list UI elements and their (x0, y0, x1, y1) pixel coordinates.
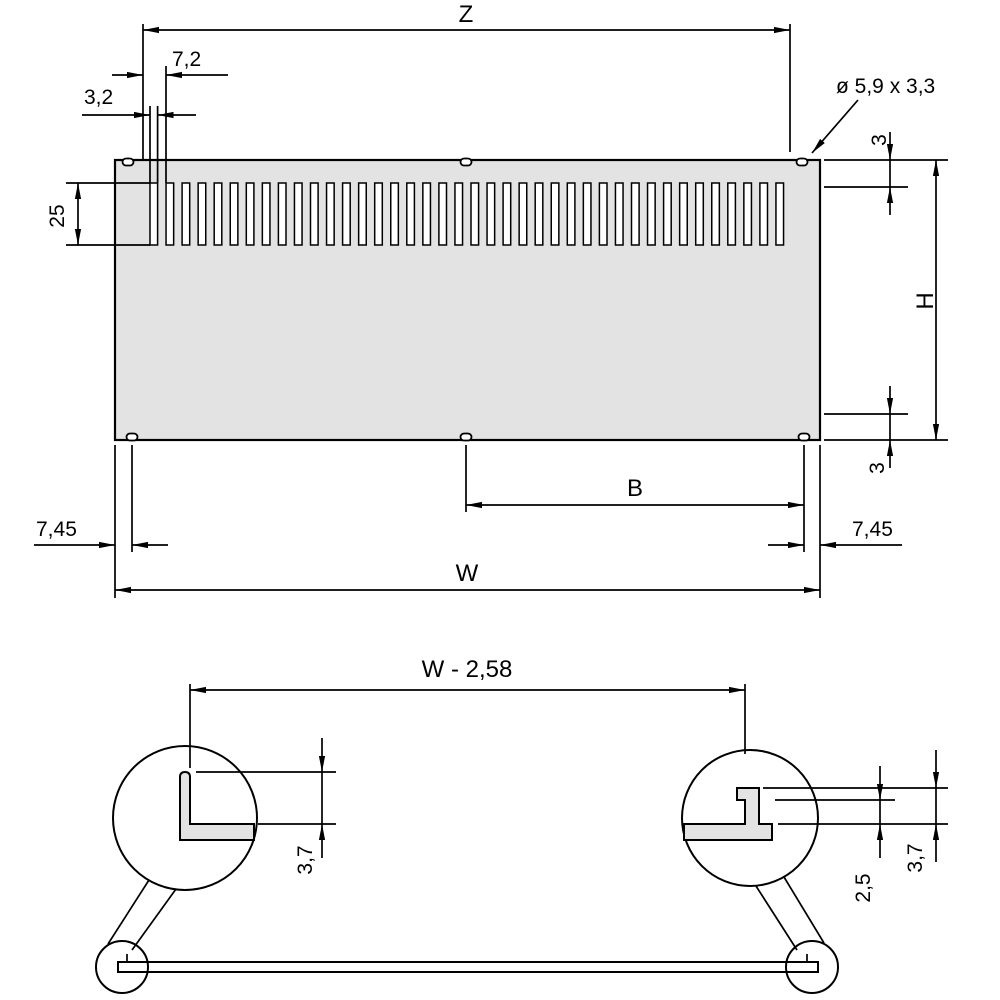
vent-slot (598, 182, 608, 246)
dim-label-slot-width: 3,2 (84, 86, 113, 109)
vent-slot (502, 182, 512, 246)
dim-label-inner-width: W - 2,58 (422, 656, 513, 683)
vent-slot (181, 182, 191, 246)
vent-slot (293, 182, 303, 246)
vent-slot (357, 182, 367, 246)
detail-circle-left (112, 745, 258, 891)
dim-label-slot-pitch: 7,2 (172, 48, 201, 71)
detail-leader-right (755, 876, 825, 951)
vent-slot (438, 182, 448, 246)
dim-label-top-hole-offset: 3 (868, 134, 891, 146)
vent-slot (646, 182, 656, 246)
leader-line (107, 879, 150, 945)
vent-slot (550, 182, 560, 246)
vent-slot (229, 182, 239, 246)
vent-slot (534, 182, 544, 246)
detail-marker-circle-left (95, 940, 149, 994)
mounting-hole-top-right (795, 157, 809, 167)
vent-slot (149, 182, 159, 246)
vent-slot (678, 182, 689, 246)
dim-label-right-hole-edge: 7,45 (852, 518, 893, 541)
vent-slot (470, 182, 480, 246)
panel-edge-strip (117, 961, 819, 973)
dim-z: Z (142, 1, 791, 160)
mounting-hole-bottom-left (125, 432, 139, 442)
dim-label-bottom-hole-offset: 3 (866, 462, 889, 474)
detail-marker-circle-right (785, 940, 839, 994)
dim-left-hole-edge: 7,45 (34, 445, 168, 552)
vent-slot (711, 182, 721, 246)
detail-leader-left (107, 879, 177, 951)
leader-line (755, 885, 798, 951)
dim-slot-pitch: 7,2 (112, 48, 228, 183)
vent-slot (165, 182, 175, 246)
dim-label-width: W (456, 560, 479, 587)
dim-label-z: Z (459, 1, 474, 28)
dim-label-right-flange-depth: 3,7 (904, 843, 927, 872)
vent-slots (149, 182, 785, 246)
vent-slot (454, 182, 464, 246)
vent-slot (743, 182, 753, 246)
dim-label-slot-height: 25 (46, 204, 69, 227)
vent-slot (486, 182, 496, 246)
dim-right-lip-depth: 2,5 (775, 766, 948, 903)
vent-slot (662, 182, 672, 246)
vent-slot (373, 182, 384, 246)
vent-slot (277, 182, 287, 246)
mounting-hole-bottom-center (459, 432, 473, 442)
vent-slot (390, 182, 400, 246)
vent-slot (325, 182, 335, 246)
leader-line (811, 99, 859, 154)
vent-slot (694, 182, 705, 246)
vent-slot (775, 182, 785, 246)
vent-slot (245, 182, 255, 246)
dim-height: H (824, 160, 948, 441)
vent-slot (197, 182, 207, 246)
vent-slot (422, 182, 432, 246)
dim-label-left-flange-depth: 3,7 (294, 845, 317, 874)
vent-slot (614, 182, 624, 246)
dim-label-height: H (912, 292, 939, 309)
edge-profile-right (683, 787, 773, 841)
leader-line (131, 888, 177, 951)
detail-circle-right (681, 749, 819, 887)
mounting-hole-top-center (459, 157, 473, 167)
hole-size-note: ø 5,9 x 3,3 (811, 75, 935, 154)
mounting-hole-top-left (121, 157, 135, 167)
dim-width: W (114, 445, 821, 598)
dim-label-hole-size: ø 5,9 x 3,3 (836, 75, 935, 98)
vent-slot (213, 182, 223, 246)
vent-slot (727, 182, 737, 246)
dim-slot-height: 25 (46, 182, 150, 246)
dim-bottom-hole-offset: 3 (824, 386, 908, 474)
vent-slot (406, 182, 416, 246)
mounting-hole-bottom-right (797, 432, 811, 442)
panel-top-view (113, 157, 822, 442)
vent-slot (759, 182, 769, 246)
dim-top-hole-offset: 3 (824, 132, 948, 215)
vent-slot (341, 182, 351, 246)
edge-profile-left (179, 770, 255, 841)
dim-label-hole-span: B (627, 475, 643, 502)
dim-hole-span: B (465, 445, 805, 552)
dim-right-hole-edge: 7,45 (768, 518, 902, 549)
leader-line (783, 876, 825, 944)
vent-slot (630, 182, 640, 246)
dim-left-flange-depth: 3,7 (196, 738, 336, 875)
dim-right-flange-depth: 3,7 (763, 750, 948, 873)
dim-label-left-hole-edge: 7,45 (36, 518, 77, 541)
vent-slot (566, 182, 576, 246)
dim-slot-width: 3,2 (82, 86, 196, 183)
dim-label-right-lip-depth: 2,5 (852, 873, 875, 902)
vent-slot (582, 182, 592, 246)
dim-inner-width: W - 2,58 (189, 656, 746, 768)
vent-slot (518, 182, 528, 246)
vent-slot (261, 182, 271, 246)
vent-slot (309, 182, 319, 246)
section-view: W - 2,58 3,7 2,5 3, (95, 656, 948, 994)
